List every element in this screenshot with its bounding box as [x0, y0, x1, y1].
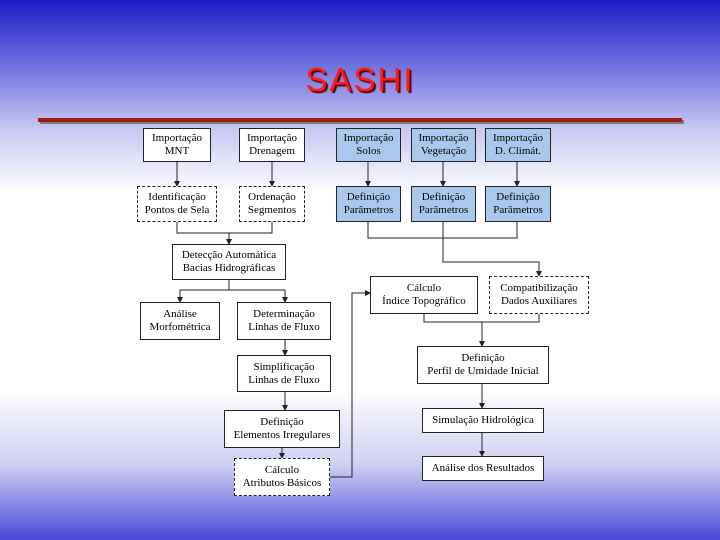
title-underline: [38, 118, 682, 122]
node-calculo-atributos: Cálculo Atributos Básicos: [234, 458, 330, 496]
node-importacao-mnt: Importação MNT: [143, 128, 211, 162]
node-importacao-drenagem: Importação Drenagem: [239, 128, 305, 162]
node-definicao-parametros-solos: Definição Parâmetros: [336, 186, 401, 222]
node-definicao-parametros-vegetacao: Definição Parâmetros: [411, 186, 476, 222]
node-importacao-vegetacao: Importação Vegetação: [411, 128, 476, 162]
node-compatibilizacao-dados: Compatibilização Dados Auxiliares: [489, 276, 589, 314]
node-identificacao-pontos: Identificação Pontos de Sela: [137, 186, 217, 222]
slide-title: SASHI: [305, 61, 415, 98]
connector-merge-right: [423, 314, 540, 323]
connector-merge-top: [176, 222, 273, 234]
node-definicao-perfil-umidade: Definição Perfil de Umidade Inicial: [417, 346, 549, 384]
node-importacao-solos: Importação Solos: [336, 128, 401, 162]
node-calculo-indice-topografico: Cálculo Índice Topográfico: [370, 276, 478, 314]
node-simplificacao-linhas: Simplificação Linhas de Fluxo: [237, 355, 331, 392]
node-analise-resultados: Análise dos Resultados: [422, 456, 544, 481]
node-analise-morfometrica: Análise Morfométrica: [140, 302, 220, 340]
node-definicao-elementos: Definição Elementos Irregulares: [224, 410, 340, 448]
node-importacao-dclimat: Importação D. Climát.: [485, 128, 551, 162]
node-simulacao-hidrologica: Simulação Hidrológica: [422, 408, 544, 433]
node-definicao-parametros-clima: Definição Parâmetros: [485, 186, 551, 222]
arrow-atributos-to-indice: [330, 290, 371, 478]
node-deteccao-bacias: Detecção Automática Bacias Hidrográficas: [172, 244, 286, 280]
node-determinacao-linhas: Determinação Linhas de Fluxo: [237, 302, 331, 340]
node-ordenacao-segmentos: Ordenação Segmentos: [239, 186, 305, 222]
arrow-to-compatibilizacao: [442, 238, 542, 277]
